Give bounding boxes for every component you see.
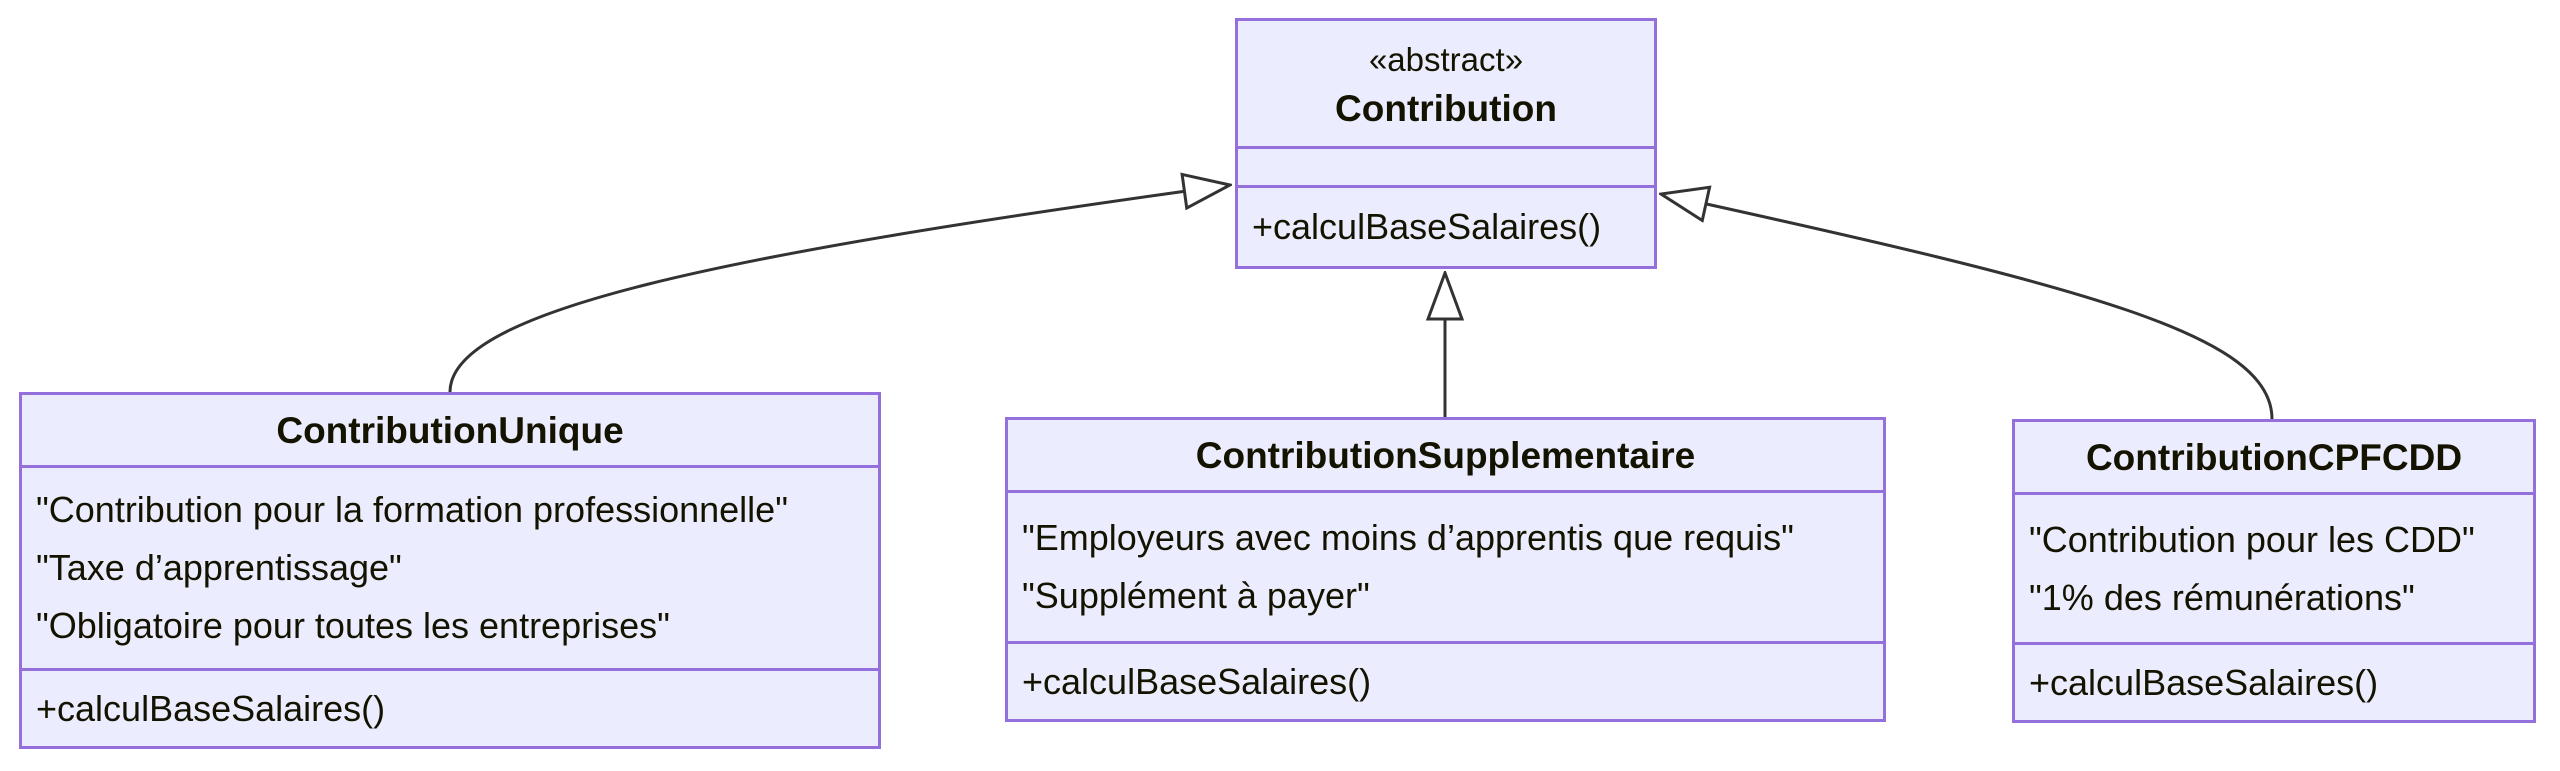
class-title-section: ContributionCPFCDD (2015, 422, 2533, 495)
class-attribute: "Contribution pour la formation professi… (36, 489, 788, 530)
class-method: +calculBaseSalaires() (1252, 206, 1602, 247)
class-methods-section: +calculBaseSalaires() (1238, 188, 1654, 266)
class-attribute: "Contribution pour les CDD" (2029, 518, 2475, 560)
inheritance-edge-cpfcdd-to-contribution (1661, 194, 2274, 420)
class-attributes-section: "Contribution pour la formation professi… (22, 468, 878, 671)
class-method: +calculBaseSalaires() (2029, 661, 2379, 703)
class-title-section: ContributionSupplementaire (1008, 420, 1883, 493)
class-attributes-section: "Employeurs avec moins d’apprentis que r… (1008, 493, 1883, 644)
class-methods-section: +calculBaseSalaires() (22, 671, 878, 746)
class-name: ContributionUnique (276, 409, 624, 451)
inheritance-edge-unique-to-contribution (448, 185, 1230, 393)
class-name: ContributionSupplementaire (1195, 434, 1696, 476)
class-attribute: "Obligatoire pour toutes les entreprises… (36, 605, 670, 646)
class-box-contribution-cpfcdd: ContributionCPFCDD "Contribution pour le… (2012, 419, 2536, 723)
class-stereotype: «abstract» (1368, 40, 1524, 78)
class-method: +calculBaseSalaires() (36, 687, 386, 729)
class-title-section: «abstract» Contribution (1238, 21, 1654, 149)
class-name: Contribution (1335, 87, 1557, 129)
class-attributes-section (1238, 149, 1654, 188)
class-box-contribution-supplementaire: ContributionSupplementaire "Employeurs a… (1005, 417, 1886, 722)
class-attribute: "Taxe d’apprentissage" (36, 547, 402, 588)
class-attribute: "Employeurs avec moins d’apprentis que r… (1022, 517, 1794, 558)
class-box-contribution-unique: ContributionUnique "Contribution pour la… (19, 392, 881, 749)
class-attributes-section: "Contribution pour les CDD" "1% des rému… (2015, 495, 2533, 645)
class-method: +calculBaseSalaires() (1022, 660, 1372, 702)
class-attribute: "Supplément à payer" (1022, 575, 1370, 616)
class-title-section: ContributionUnique (22, 395, 878, 468)
class-attribute: "1% des rémunérations" (2029, 576, 2415, 618)
class-name: ContributionCPFCDD (2085, 436, 2463, 478)
class-box-contribution: «abstract» Contribution +calculBaseSalai… (1235, 18, 1657, 269)
class-methods-section: +calculBaseSalaires() (1008, 644, 1883, 719)
class-methods-section: +calculBaseSalaires() (2015, 645, 2533, 720)
